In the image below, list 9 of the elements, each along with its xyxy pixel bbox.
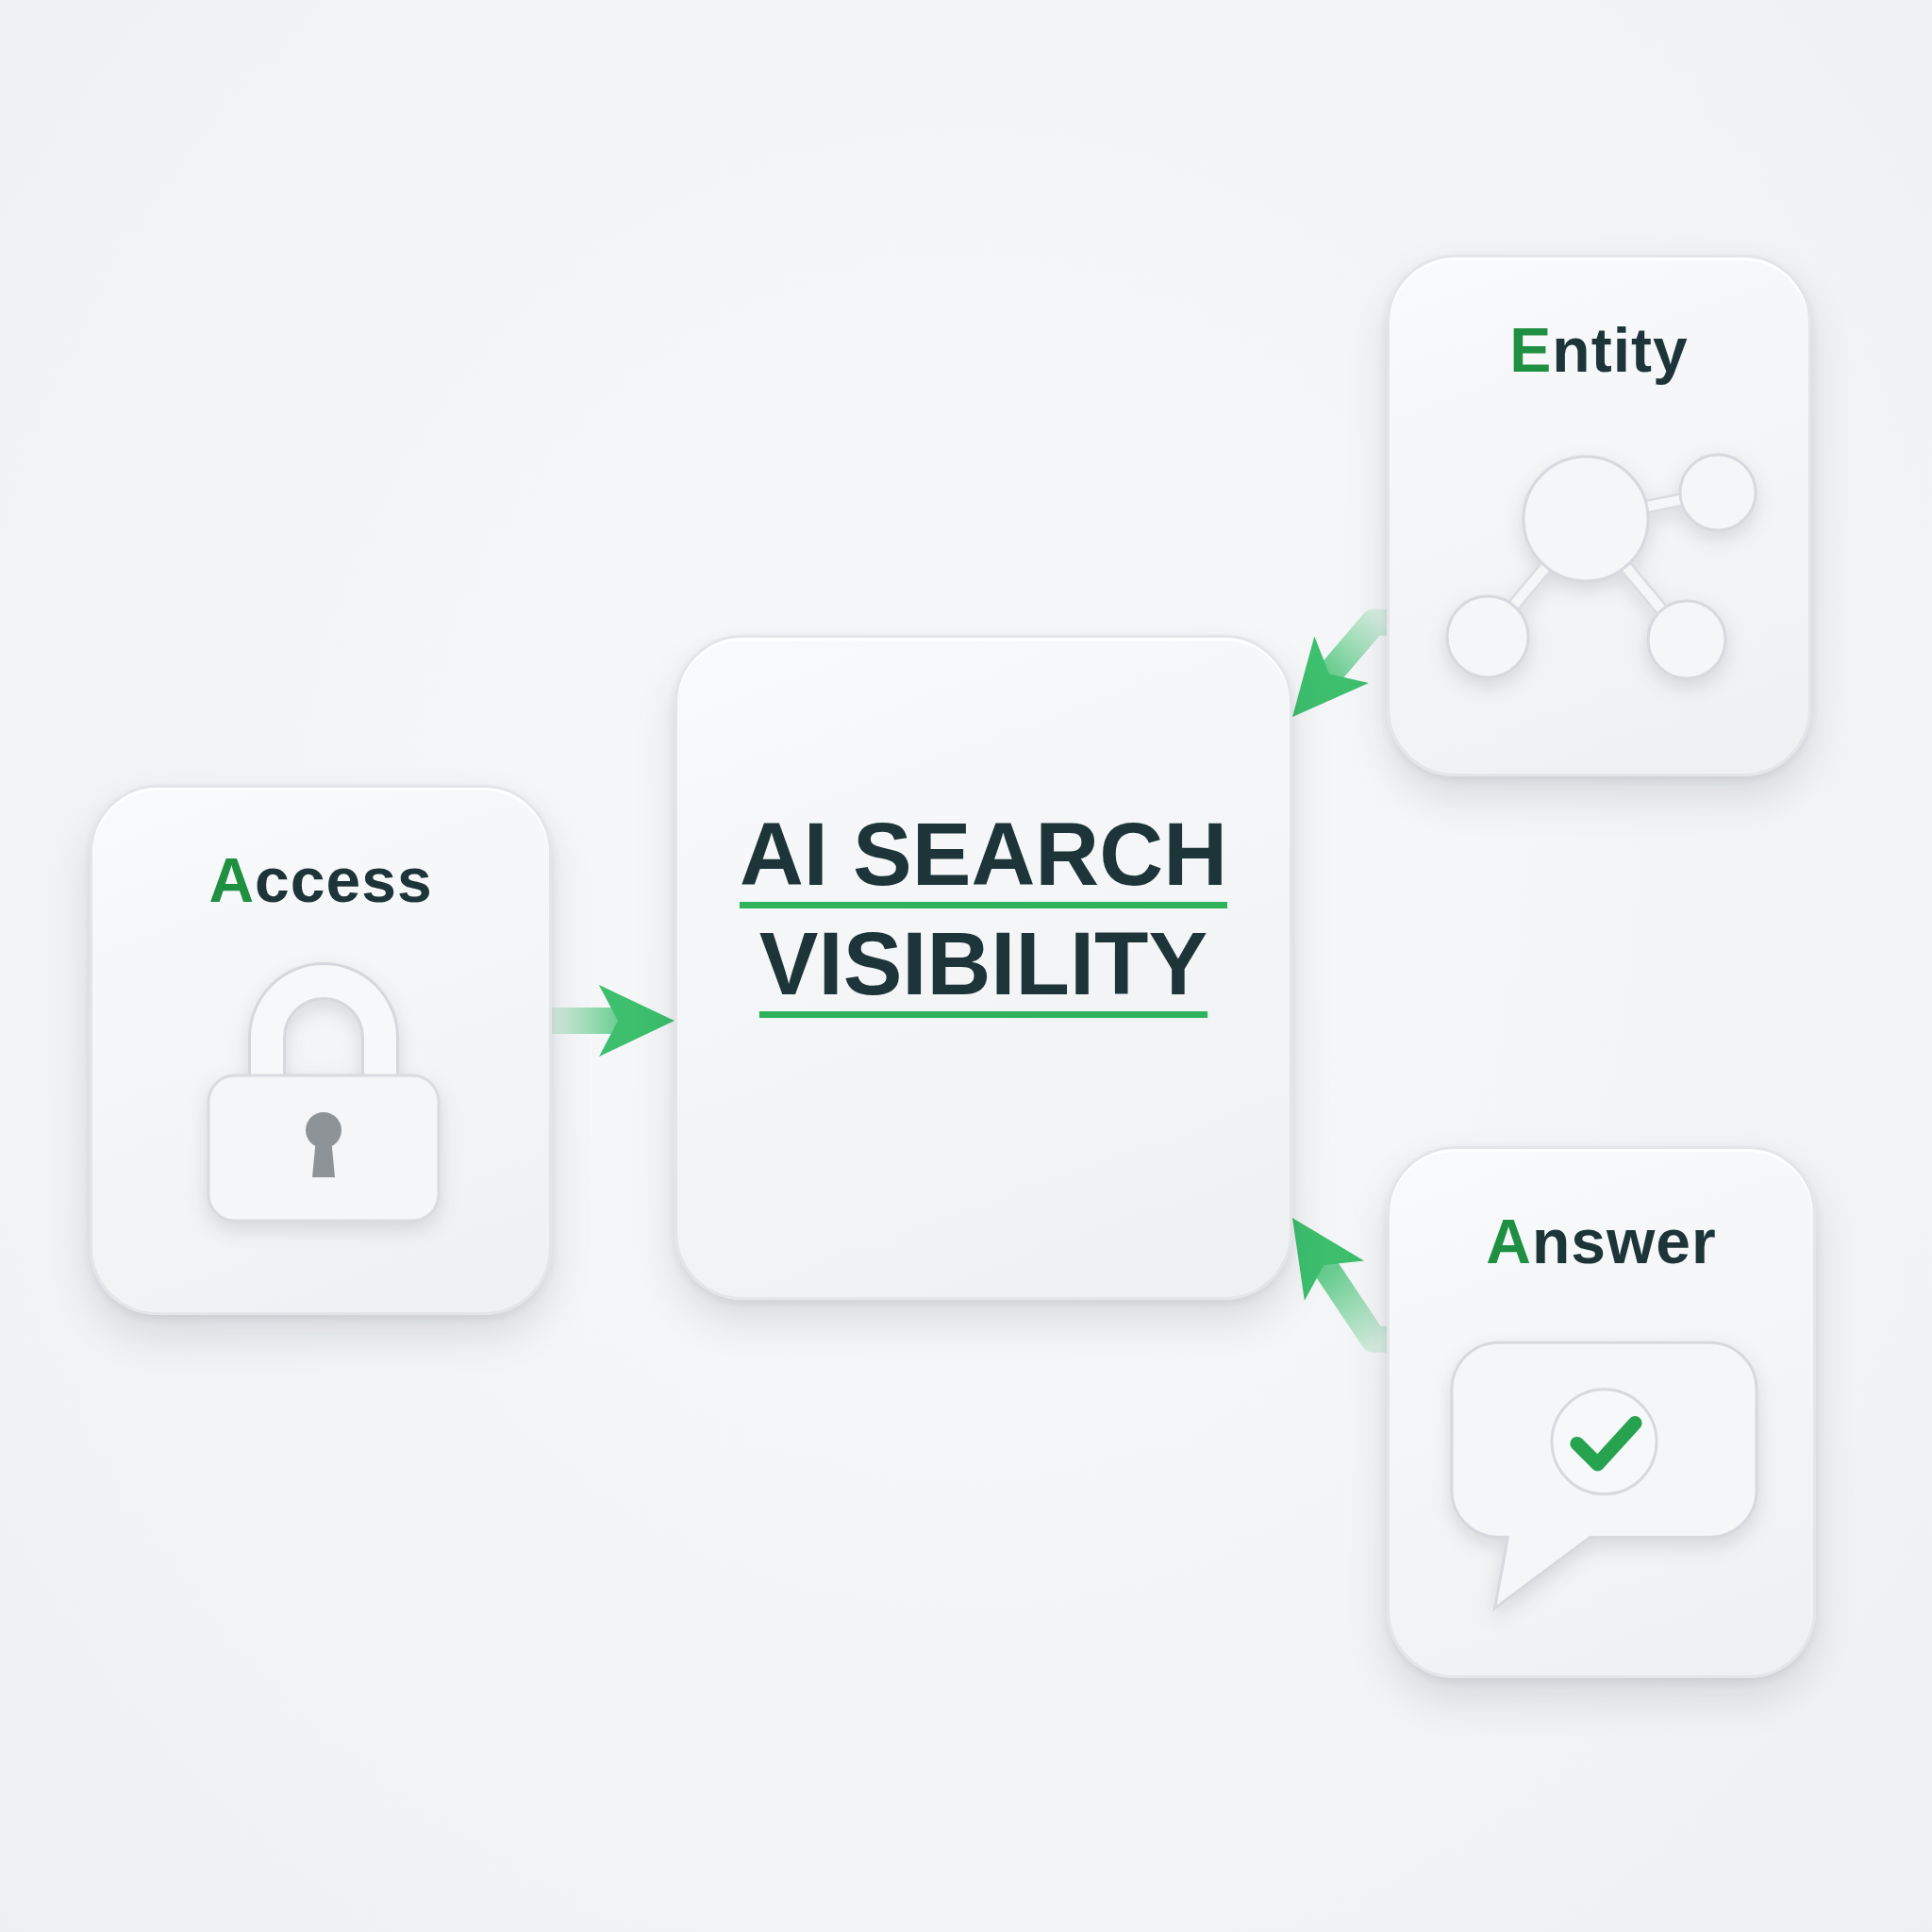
central-card [675, 635, 1292, 1300]
card-title: Answer [1486, 1206, 1717, 1277]
card [1387, 1146, 1816, 1678]
central-title: AI SEARCH VISIBILITY [738, 804, 1228, 1015]
arrow [552, 985, 675, 1058]
card [1387, 255, 1811, 776]
card [90, 785, 552, 1315]
card-title: Access [208, 844, 433, 916]
card-title: Entity [1509, 314, 1689, 386]
